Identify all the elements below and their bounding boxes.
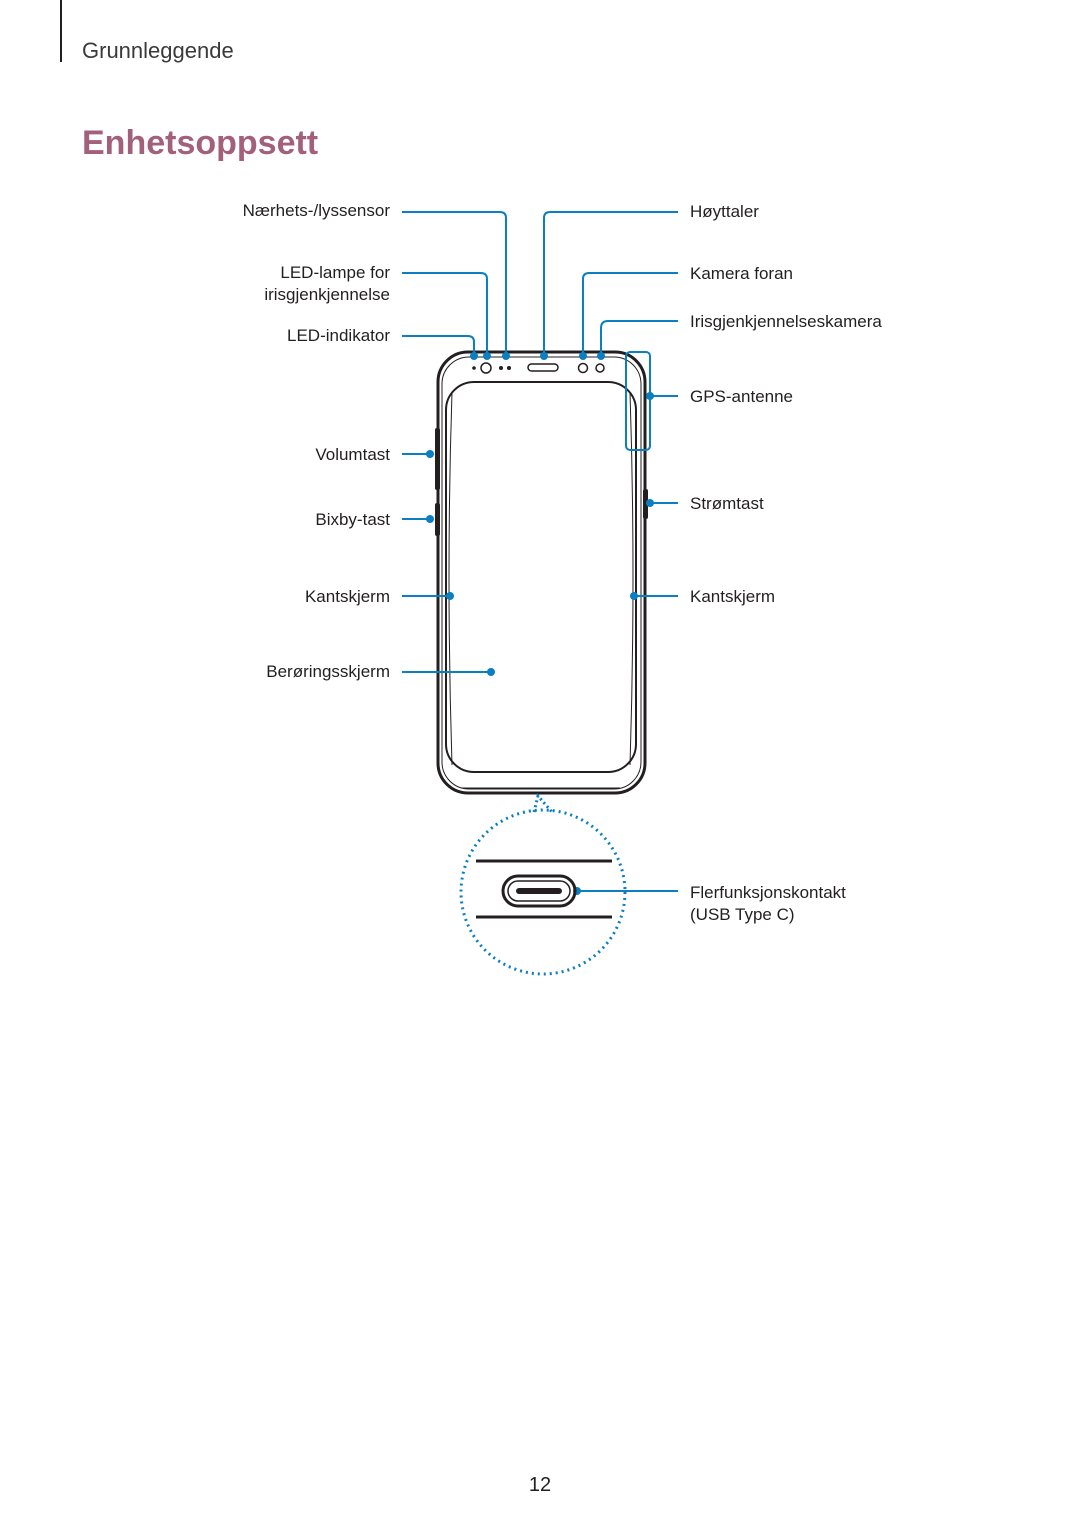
label-led-iris-line1: LED-lampe for bbox=[280, 263, 390, 282]
label-edge-screen-left: Kantskjerm bbox=[304, 587, 390, 606]
usb-port-inner bbox=[507, 880, 571, 902]
label-bixby-key: Bixby-tast bbox=[315, 510, 390, 529]
phone-inner-frame bbox=[441, 356, 642, 790]
label-power-key: Strømtast bbox=[690, 494, 764, 513]
usb-port-magnifier bbox=[459, 792, 627, 976]
callout-lines bbox=[402, 211, 678, 892]
front-camera-shape bbox=[577, 362, 589, 374]
phone-outer-frame bbox=[436, 350, 647, 795]
callout-dots bbox=[426, 352, 654, 895]
label-front-camera: Kamera foran bbox=[690, 264, 793, 283]
proximity-sensor-dot-2 bbox=[507, 366, 511, 370]
label-gps-antenna: GPS-antenne bbox=[690, 387, 794, 406]
left-edge-curve bbox=[448, 391, 453, 766]
page-title: Enhetsoppsett bbox=[82, 124, 319, 162]
label-led-indicator: LED-indikator bbox=[287, 326, 390, 345]
phone-screen bbox=[445, 381, 637, 773]
magnifier-circle bbox=[459, 808, 627, 976]
label-proximity-sensor: Nærhets-/lyssensor bbox=[242, 201, 390, 220]
usb-port-tongue bbox=[516, 888, 562, 894]
speaker-grille bbox=[527, 363, 559, 372]
volume-key-shape bbox=[435, 428, 440, 490]
led-iris-shape bbox=[480, 362, 492, 374]
label-led-iris-line2: irisgjenkjennelse bbox=[264, 285, 390, 304]
usb-port-outer bbox=[501, 874, 577, 908]
right-edge-curve bbox=[629, 391, 634, 766]
label-touchscreen: Berøringsskjerm bbox=[266, 662, 390, 681]
led-indicator-shape bbox=[472, 366, 476, 370]
phone-illustration bbox=[435, 350, 648, 795]
label-volume-key: Volumtast bbox=[315, 445, 390, 464]
label-led-iris: LED-lampe for irisgjenkjennelse bbox=[264, 262, 390, 306]
bixby-key-shape bbox=[435, 503, 440, 536]
label-connector-line2: (USB Type C) bbox=[690, 905, 795, 924]
label-connector-line1: Flerfunksjonskontakt bbox=[690, 883, 846, 902]
label-speaker: Høyttaler bbox=[690, 202, 759, 221]
proximity-sensor-dot-1 bbox=[499, 366, 503, 370]
gps-antenna-highlight bbox=[625, 351, 651, 451]
iris-camera-shape bbox=[595, 363, 605, 373]
header-rule bbox=[60, 0, 62, 62]
label-connector: Flerfunksjonskontakt (USB Type C) bbox=[690, 882, 846, 926]
label-edge-screen-right: Kantskjerm bbox=[690, 587, 776, 606]
magnifier-pointer bbox=[532, 792, 554, 813]
page-number: 12 bbox=[528, 1474, 552, 1496]
label-iris-camera: Irisgjenkjennelseskamera bbox=[690, 312, 882, 331]
section-header: Grunnleggende bbox=[82, 38, 234, 63]
power-key-shape bbox=[643, 489, 648, 519]
